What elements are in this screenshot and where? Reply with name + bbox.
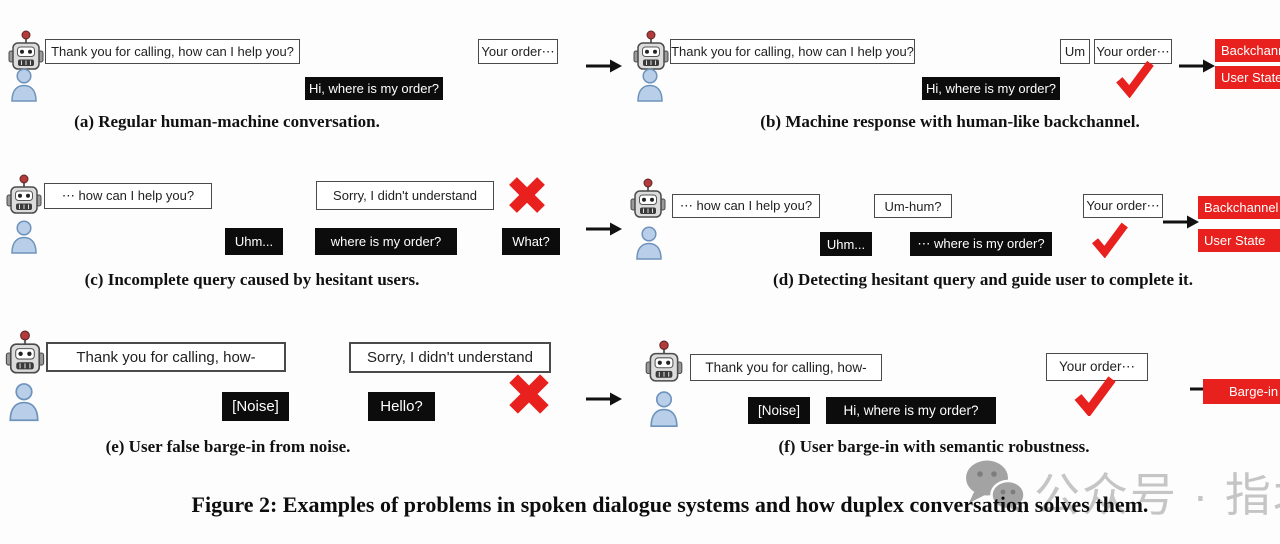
user-bubble: [Noise] [222, 392, 289, 421]
machine-bubble: Your order⋯ [1094, 39, 1172, 64]
check-icon [1088, 220, 1130, 258]
user-icon [9, 383, 39, 422]
panel-b-caption: (b) Machine response with human-like bac… [760, 112, 1140, 131]
machine-bubble: Thank you for calling, how- [46, 342, 286, 372]
user-bubble: Hi, where is my order? [305, 77, 443, 100]
machine-bubble: Your order⋯ [1083, 194, 1163, 218]
user-bubble: ⋯ where is my order? [910, 232, 1052, 256]
machine-bubble: Sorry, I didn't understand [349, 342, 551, 373]
arrow-right-icon [586, 392, 622, 406]
cross-icon [506, 372, 552, 416]
user-icon [636, 226, 662, 260]
panel-a-caption: (a) Regular human-machine conversation. [74, 112, 380, 131]
figure-caption: Figure 2: Examples of problems in spoken… [191, 492, 1149, 517]
user-icon [11, 68, 37, 102]
arrow-right-icon [1179, 59, 1215, 73]
machine-bubble: ⋯ how can I help you? [672, 194, 820, 218]
machine-bubble: Thank you for calling, how can I help yo… [45, 39, 300, 64]
user-bubble: Hi, where is my order? [922, 77, 1060, 100]
robot-icon [630, 178, 666, 218]
check-icon [1112, 58, 1156, 98]
user-bubble: where is my order? [315, 228, 457, 255]
panel-e-caption: (e) User false barge-in from noise. [105, 437, 351, 456]
user-bubble: [Noise] [748, 397, 810, 424]
user-icon [650, 391, 678, 427]
user-icon [11, 220, 37, 254]
machine-bubble: Thank you for calling, how- [690, 354, 882, 381]
panel-c-caption: (c) Incomplete query caused by hesitant … [84, 270, 420, 289]
robot-icon [8, 30, 44, 70]
check-icon [1070, 374, 1118, 416]
machine-bubble: Um-hum? [874, 194, 952, 218]
label-backchannel: Backchannel [1215, 39, 1280, 62]
label-barge-in: Barge-in [1203, 379, 1280, 404]
label-user-state: User State [1198, 229, 1280, 252]
user-bubble: Uhm... [225, 228, 283, 255]
machine-bubble: Um [1060, 39, 1090, 64]
arrow-right-icon [1163, 215, 1199, 229]
machine-bubble: Your order⋯ [478, 39, 558, 64]
robot-icon [6, 174, 42, 214]
robot-icon [5, 330, 45, 374]
cross-icon [506, 175, 548, 215]
arrow-right-icon [586, 59, 622, 73]
user-bubble: Uhm... [820, 232, 872, 256]
watermark-text: 公众号 · 指北 [1034, 469, 1280, 521]
panel-f-caption: (f) User barge-in with semantic robustne… [778, 437, 1090, 456]
machine-bubble: ⋯ how can I help you? [44, 183, 212, 209]
machine-bubble: Thank you for calling, how can I help yo… [670, 39, 915, 64]
machine-bubble: Your order⋯ [1046, 353, 1148, 381]
robot-icon [633, 30, 669, 70]
user-bubble: Hi, where is my order? [826, 397, 996, 424]
robot-icon [645, 340, 683, 382]
panel-d-caption: (d) Detecting hesitant query and guide u… [773, 270, 1193, 289]
machine-bubble: Sorry, I didn't understand [316, 181, 494, 210]
user-icon [637, 68, 663, 102]
arrow-right-icon [586, 222, 622, 236]
user-bubble: Hello? [368, 392, 435, 421]
user-bubble: What? [502, 228, 560, 255]
label-backchannel: Backchannel [1198, 196, 1280, 219]
label-user-state: User State [1215, 66, 1280, 89]
